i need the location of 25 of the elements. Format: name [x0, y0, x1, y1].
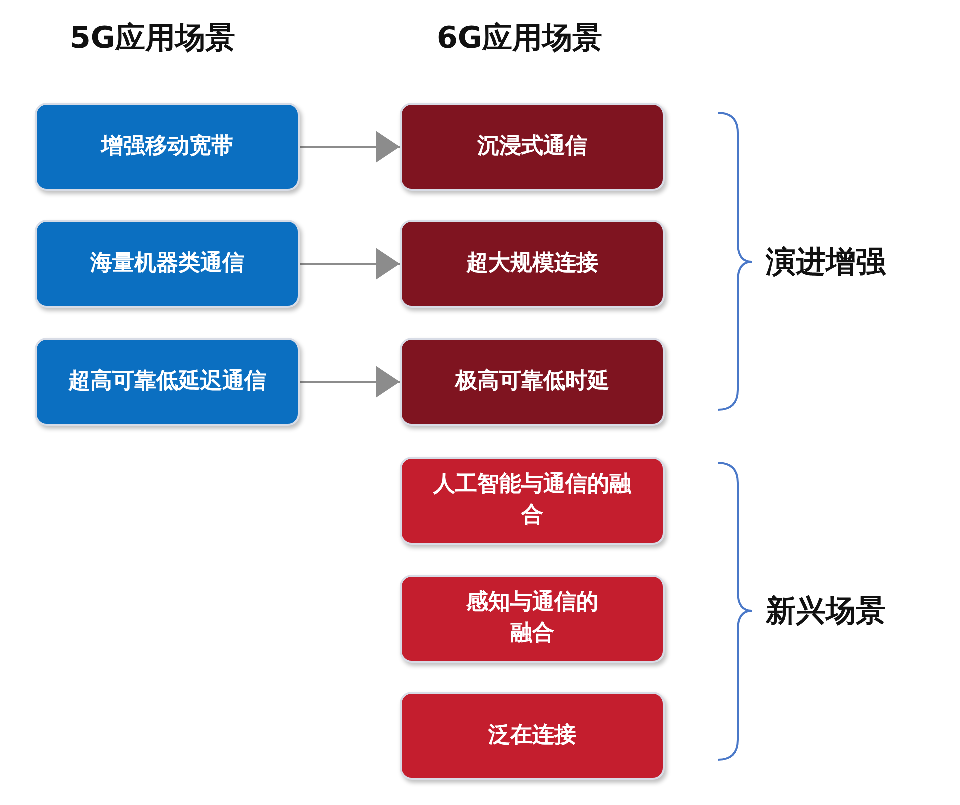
column-heading: 5G应用场景: [70, 20, 236, 58]
scenario-box: [400, 692, 665, 780]
scenario-box: [400, 575, 665, 663]
arrow: [300, 131, 400, 163]
box-label: 超大规模连接: [466, 250, 598, 278]
group-label: 新兴场景: [766, 593, 886, 631]
group-label: 演进增强: [766, 244, 886, 282]
scenario-box: [35, 103, 300, 191]
box-label: 感知与通信的融合: [466, 589, 600, 648]
box-label: 沉浸式通信: [478, 132, 588, 161]
arrow: [300, 366, 400, 398]
box-label: 人工智能与通信的融合: [432, 471, 632, 530]
arrow: [300, 248, 400, 280]
scenario-box: [35, 220, 300, 308]
scenario-box: [35, 338, 300, 426]
scenario-box: [400, 338, 665, 426]
scenario-box: [400, 103, 665, 191]
box-label: 增强移动宽带: [102, 132, 234, 161]
box-label: 泛在连接: [488, 722, 576, 750]
column-heading: 6G应用场景: [437, 20, 602, 58]
scenario-box: [400, 220, 665, 308]
box-label: 海量机器类通信: [90, 250, 244, 278]
box-label: 极高可靠低时延: [456, 368, 610, 396]
scenario-box: [400, 457, 665, 545]
box-label: 超高可靠低延迟通信: [68, 368, 266, 396]
